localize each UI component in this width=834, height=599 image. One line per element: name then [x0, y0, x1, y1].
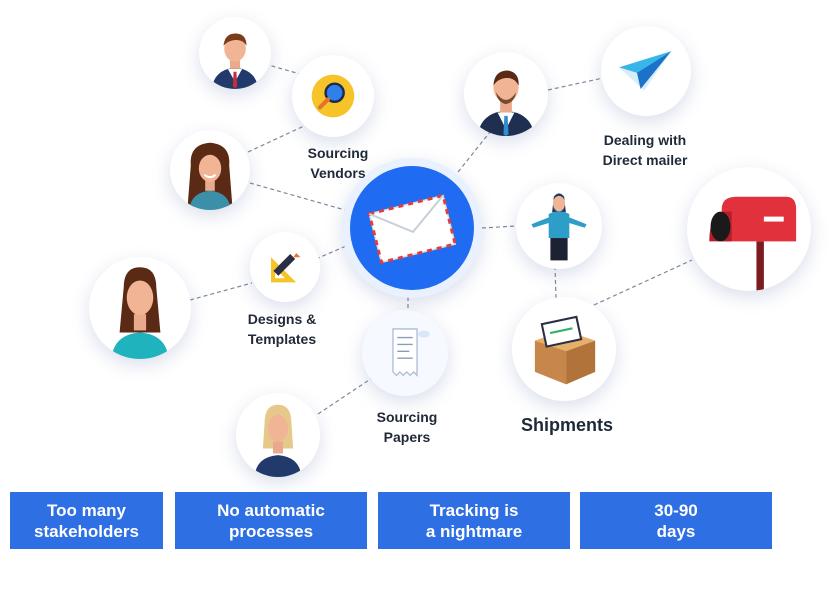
- sourcing-papers-label: Sourcing Papers: [376, 409, 438, 445]
- hub-node: [342, 158, 482, 298]
- person-icon: [111, 267, 169, 359]
- problem-box-automation: No automatic processes: [175, 492, 367, 549]
- shipments-node: [512, 297, 616, 401]
- person-avatar-woman-standing: [516, 183, 602, 269]
- sourcing-vendors-label: Sourcing Vendors: [307, 145, 369, 181]
- person-avatar-woman-blonde: [236, 393, 320, 477]
- receipt-icon: [392, 328, 430, 377]
- designs-templates-node: [250, 232, 320, 302]
- problem-box-stakeholders: Too many stakeholders: [10, 492, 163, 549]
- designs-templates-label: Designs & Templates: [247, 311, 317, 347]
- mailbox-node: [687, 167, 811, 291]
- person-icon: [531, 193, 587, 261]
- envelope-icon: [350, 166, 474, 290]
- mailbox-icon: [709, 196, 797, 291]
- person-avatar-man-top: [199, 17, 271, 89]
- pencil-ruler-icon: [271, 253, 301, 283]
- person-icon: [254, 404, 302, 477]
- person-icon: [187, 142, 233, 210]
- person-avatar-woman-smiling: [170, 130, 250, 210]
- person-icon: [477, 70, 535, 136]
- problem-box-duration: 30-90 days: [580, 492, 772, 549]
- sourcing-papers-node: [362, 310, 448, 396]
- person-avatar-woman-left: [89, 257, 191, 359]
- person-icon: [211, 33, 259, 89]
- shipments-label: Shipments: [520, 415, 613, 435]
- problem-box-tracking: Tracking is a nightmare: [378, 492, 570, 549]
- dealing-direct-mailer-node: [601, 26, 691, 116]
- magnifier-icon: [311, 74, 355, 118]
- dealing-direct-mailer-label: Dealing with Direct mailer: [602, 132, 688, 168]
- sourcing-vendors-node: [292, 55, 374, 137]
- parcel-icon: [534, 315, 596, 385]
- paper-plane-icon: [619, 51, 672, 91]
- person-avatar-man-middle: [464, 52, 548, 136]
